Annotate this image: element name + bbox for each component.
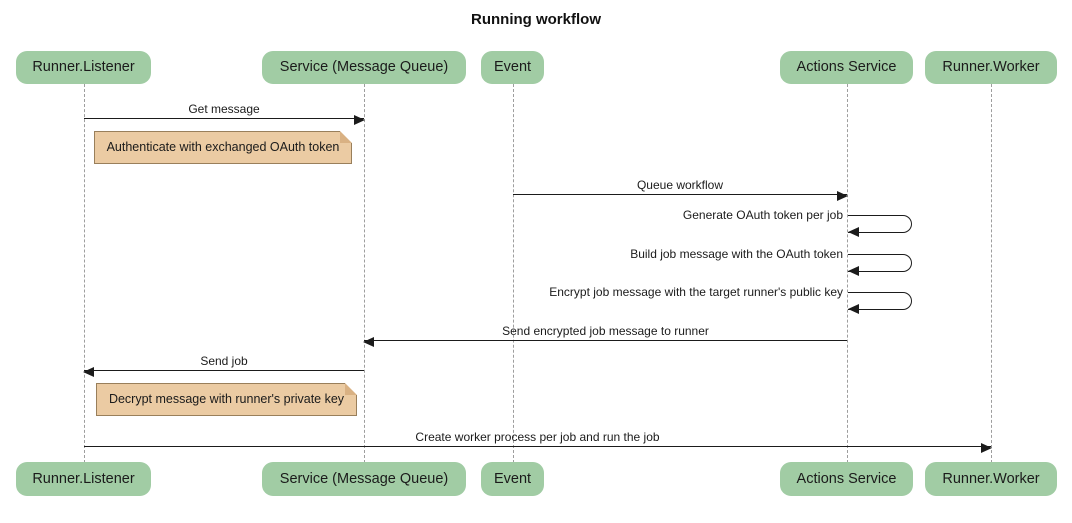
message-line (84, 442, 992, 453)
message-label: Create worker process per job and run th… (415, 430, 660, 444)
actor-runner-worker-top: Runner.Worker (925, 51, 1057, 84)
message-get-message: Get message (84, 102, 365, 125)
actor-runner-worker-bottom: Runner.Worker (925, 462, 1057, 496)
lifeline-runner-worker (990, 84, 992, 463)
actor-service-message-queue-top: Service (Message Queue) (262, 51, 466, 84)
arrowhead-left-icon (848, 304, 859, 314)
message-send-job: Send job (83, 354, 364, 377)
lifeline-service-message-queue (363, 84, 365, 463)
arrowhead-left-icon (848, 227, 859, 237)
note-fold-icon (340, 131, 352, 143)
message-label: Send job (200, 354, 248, 368)
actor-service-message-queue-bottom: Service (Message Queue) (262, 462, 466, 496)
diagram-title: Running workflow (471, 11, 601, 28)
self-message-loop-encrypt-job-message (848, 292, 912, 310)
message-label: Get message (188, 102, 260, 116)
lifeline-runner-listener (83, 84, 85, 463)
message-label: Queue workflow (636, 178, 724, 192)
note-text: Decrypt message with runner's private ke… (108, 392, 345, 406)
arrowhead-right-icon (354, 114, 365, 125)
actor-event-top: Event (481, 51, 544, 84)
message-line (513, 190, 848, 201)
note-decrypt-message: Decrypt message with runner's private ke… (96, 383, 357, 416)
arrowhead-left-icon (848, 266, 859, 276)
arrowhead-left-icon (363, 336, 374, 347)
self-message-label-generate-oauth-token: Generate OAuth token per job (682, 208, 843, 222)
self-message-label-build-job-message: Build job message with the OAuth token (630, 247, 843, 261)
arrowhead-right-icon (837, 190, 848, 201)
message-label: Send encrypted job message to runner (502, 324, 709, 338)
arrowhead-right-icon (981, 442, 992, 453)
message-line (83, 366, 364, 377)
message-line (363, 336, 847, 347)
self-message-label-encrypt-job-message: Encrypt job message with the target runn… (549, 285, 843, 299)
message-queue-workflow: Queue workflow (513, 178, 848, 201)
actor-actions-service-bottom: Actions Service (780, 462, 913, 496)
lifeline-event (512, 84, 514, 463)
message-line (84, 114, 365, 125)
self-message-loop-generate-oauth-token (848, 215, 912, 233)
lifeline-actions-service (846, 84, 848, 463)
actor-runner-listener-bottom: Runner.Listener (16, 462, 151, 496)
note-text: Authenticate with exchanged OAuth token (106, 140, 340, 154)
note-fold-icon (345, 383, 357, 395)
arrowhead-left-icon (83, 366, 94, 377)
message-create-worker-process: Create worker process per job and run th… (84, 430, 992, 453)
actor-event-bottom: Event (481, 462, 544, 496)
actor-runner-listener-top: Runner.Listener (16, 51, 151, 84)
self-message-loop-build-job-message (848, 254, 912, 272)
message-send-encrypted-job-message: Send encrypted job message to runner (363, 324, 847, 347)
actor-actions-service-top: Actions Service (780, 51, 913, 84)
note-authenticate-oauth: Authenticate with exchanged OAuth token (94, 131, 352, 164)
